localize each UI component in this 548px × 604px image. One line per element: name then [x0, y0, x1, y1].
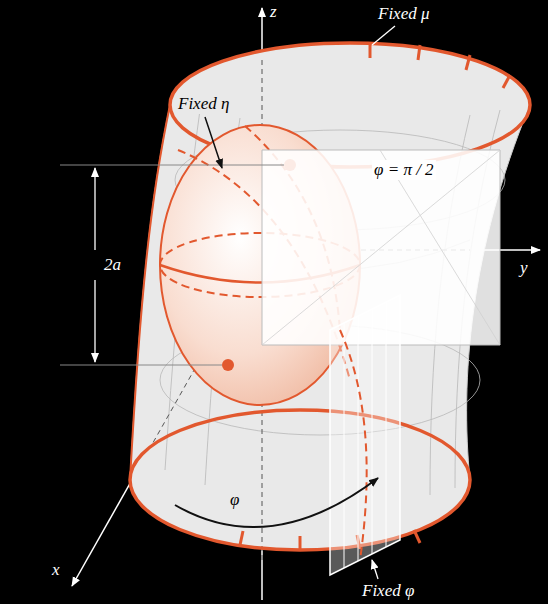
surface-label: Fixed μ: [376, 4, 431, 24]
dimension-label: 2a: [102, 255, 123, 275]
angle-label: φ: [228, 490, 241, 510]
plane-label: φ = π / 2: [372, 160, 436, 180]
surface-label: Fixed η: [176, 94, 231, 114]
axis-label: x: [50, 560, 62, 580]
axis-label: y: [518, 258, 530, 278]
surface-label: Fixed φ: [360, 581, 416, 601]
axis-label: z: [268, 2, 279, 22]
